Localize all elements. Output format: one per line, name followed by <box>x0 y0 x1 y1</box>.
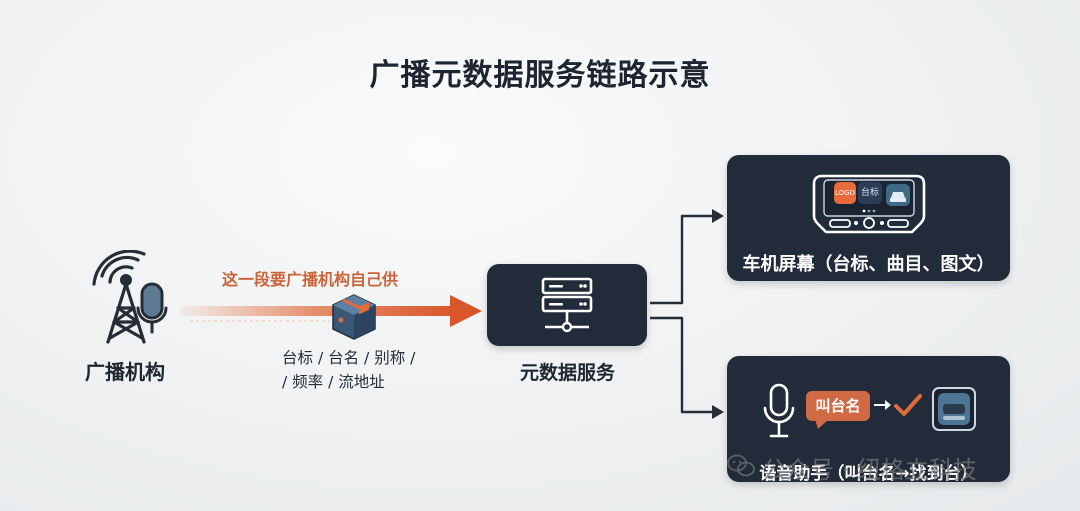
server-icon <box>541 277 593 333</box>
speech-bubble: 叫台名 <box>806 391 870 421</box>
metadata-fields: 台标 / 台名 / 别称 / / 频率 / 流地址 <box>282 349 416 391</box>
field-stream-url: 流地址 <box>338 373 385 391</box>
flow-arrow <box>180 295 482 327</box>
flow-label: 这一段要广播机构自己供 <box>222 270 399 289</box>
radio-station-icon <box>932 387 976 431</box>
data-package-icon <box>332 294 376 340</box>
station-logo-chip: LOGO <box>834 182 856 204</box>
field-alias: 别称 <box>374 349 406 367</box>
check-icon <box>894 394 922 416</box>
broadcaster-label: 广播机构 <box>85 360 165 384</box>
car-console-icon <box>812 174 926 234</box>
arrow-right-icon <box>874 400 891 410</box>
radio-tower-icon <box>92 250 168 344</box>
watermark: 公众号 · 纽格立科技 <box>762 456 977 484</box>
metadata-service-label: 元数据服务 <box>519 362 615 384</box>
page-title: 广播元数据服务链路示意 <box>369 58 711 93</box>
station-badge-chip: 台标 <box>858 182 882 204</box>
car-screen-label: 车机屏幕（台标、曲目、图文） <box>742 254 995 275</box>
metadata-service-box <box>487 264 647 346</box>
voice-assistant-label: 语音助手（叫台名→找到台） <box>759 464 978 484</box>
speech-bubble-tail <box>815 419 829 429</box>
field-station-name: 台名 <box>328 349 360 367</box>
field-frequency: 频率 <box>292 373 324 391</box>
field-station-logo: 台标 <box>282 349 314 367</box>
microphone-icon <box>763 383 795 438</box>
branch-arrows <box>650 209 724 419</box>
wechat-icon <box>727 454 755 477</box>
